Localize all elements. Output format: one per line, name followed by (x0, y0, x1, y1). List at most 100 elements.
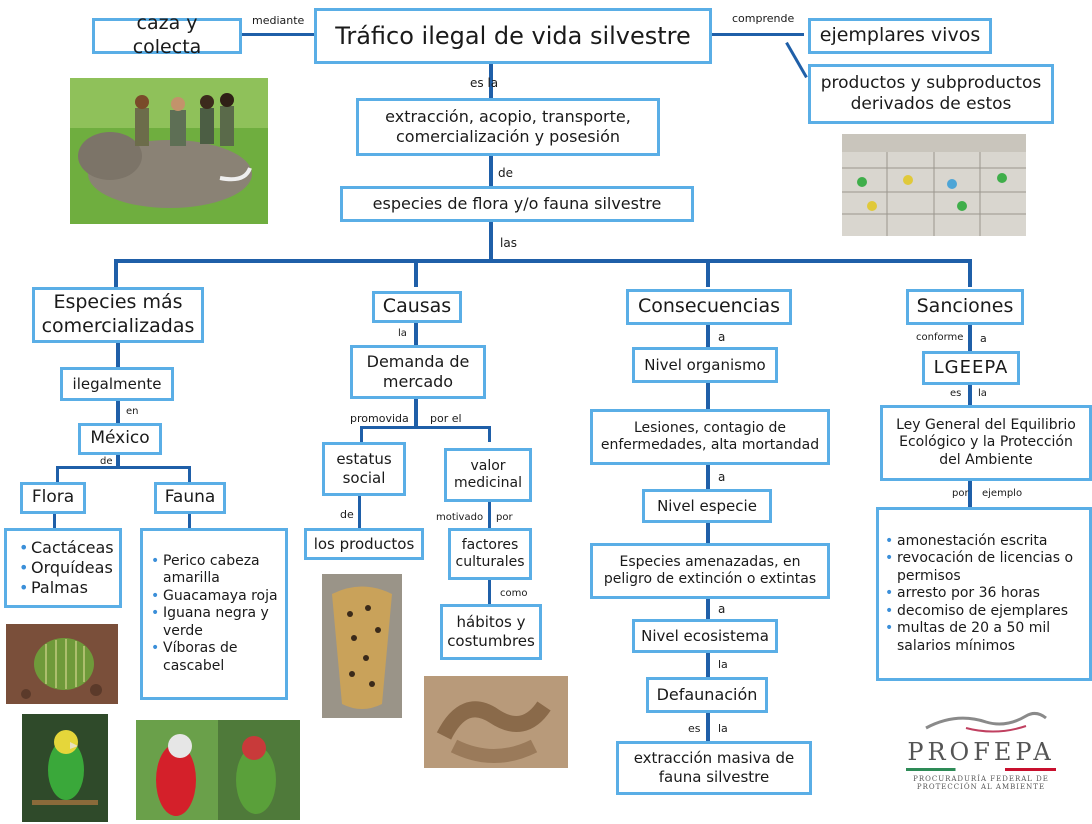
nivel-ecosistema-box: Nivel ecosistema (632, 619, 778, 653)
sancion-item: arresto por 36 horas (885, 585, 1083, 603)
profepa-logo: PROFEPA PROCURADURÍA FEDERAL DE PROTECCI… (896, 708, 1066, 804)
consecuencias-box: Consecuencias (626, 289, 792, 325)
branch-line (360, 426, 490, 429)
label-la: la (398, 328, 407, 339)
sanciones-list: amonestación escrita revocación de licen… (876, 507, 1092, 681)
connector (488, 502, 491, 528)
label-por: por (952, 488, 969, 499)
label-la: la (978, 388, 987, 399)
connector (706, 653, 710, 677)
valor-box: valor medicinal (444, 448, 532, 502)
connector (968, 325, 972, 351)
label-a: a (980, 332, 987, 345)
connector (488, 426, 491, 442)
comercializadas-box: Especies más comercializadas (32, 287, 204, 343)
connector (114, 259, 118, 287)
connector (706, 713, 710, 741)
label-promovida: promovida (350, 412, 409, 425)
connector (706, 259, 710, 287)
label-mediante: mediante (252, 14, 305, 27)
connector (968, 259, 972, 287)
fauna-item: Iguana negra y verde (151, 605, 279, 640)
connector (414, 399, 418, 427)
main-title: Tráfico ilegal de vida silvestre (314, 8, 712, 64)
flora-item: Orquídeas (19, 558, 114, 578)
label-de: de (498, 166, 513, 180)
fauna-list: Perico cabeza amarilla Guacamaya roja Ig… (140, 528, 288, 700)
extraccion-box: extracción, acopio, transporte, comercia… (356, 98, 660, 156)
lesiones-box: Lesiones, contagio de enfermedades, alta… (590, 409, 830, 465)
profepa-emblem-icon (925, 711, 1047, 733)
branch-line (56, 466, 190, 469)
connector (489, 64, 493, 98)
leopard-skin-photo (322, 574, 402, 718)
label-de: de (100, 456, 113, 467)
connector (488, 580, 491, 604)
ejemplares-box: ejemplares vivos (808, 18, 992, 54)
lgeepa-box: LGEEPA (922, 351, 1020, 385)
factores-box: factores culturales (448, 528, 532, 580)
connector (706, 523, 710, 543)
label-conforme: conforme (916, 332, 964, 343)
nivel-organismo-box: Nivel organismo (632, 347, 778, 383)
connector (116, 455, 120, 467)
branch-line (114, 259, 972, 263)
connector (706, 383, 710, 409)
label-en: en (126, 406, 139, 417)
especies-amenazadas-box: Especies amenazadas, en peligro de extin… (590, 543, 830, 599)
fauna-item: Víboras de cascabel (151, 640, 279, 675)
label-a: a (718, 602, 726, 616)
flora-item: Cactáceas (19, 538, 114, 558)
connector (358, 496, 361, 528)
parrot-photo (22, 714, 108, 822)
flora-box: Flora (20, 482, 86, 514)
connector (706, 325, 710, 347)
flora-list: Cactáceas Orquídeas Palmas (4, 528, 122, 608)
caza-colecta-box: caza y colecta (92, 12, 242, 58)
connector (785, 41, 808, 79)
habitos-box: hábitos y costumbres (440, 604, 542, 660)
label-por: por (496, 512, 513, 523)
ilegalmente-box: ilegalmente (60, 367, 174, 401)
connector (188, 514, 191, 528)
label-la: la (718, 722, 728, 735)
label-a: a (718, 330, 726, 344)
connector (489, 156, 493, 186)
connector (712, 33, 804, 36)
sancion-item: amonestación escrita (885, 533, 1083, 551)
causas-box: Causas (372, 291, 462, 323)
connector (53, 514, 56, 528)
flora-item: Palmas (19, 578, 114, 598)
connector (116, 401, 120, 423)
demanda-box: Demanda de mercado (350, 345, 486, 399)
connector (360, 426, 363, 442)
label-a: a (718, 470, 726, 484)
label-es-la: es la (470, 76, 499, 90)
nivel-especie-box: Nivel especie (642, 489, 772, 523)
sancion-item: decomiso de ejemplares (885, 603, 1083, 621)
macaws-photo (136, 720, 300, 820)
connector (188, 466, 191, 484)
connector (56, 466, 59, 484)
connector (116, 343, 120, 367)
profepa-divider (906, 768, 1056, 771)
mexico-box: México (78, 423, 162, 455)
label-como: como (500, 588, 528, 599)
defaunacion-box: Defaunación (646, 677, 768, 713)
fauna-box: Fauna (154, 482, 226, 514)
sancion-item: multas de 20 a 50 mil salarios mínimos (885, 620, 1083, 655)
estatus-box: estatus social (322, 442, 406, 496)
profepa-subtitle-2: PROTECCIÓN AL AMBIENTE (916, 783, 1046, 791)
label-es: es (950, 388, 962, 399)
extraccion-masiva-box: extracción masiva de fauna silvestre (616, 741, 812, 795)
connector (414, 323, 418, 345)
label-comprende: comprende (732, 12, 795, 25)
label-las: las (500, 236, 517, 250)
connector (489, 222, 493, 260)
productos-box: productos y subproductos derivados de es… (808, 64, 1054, 124)
label-de: de (340, 508, 354, 521)
profepa-subtitle-1: PROCURADURÍA FEDERAL DE (913, 775, 1049, 783)
connector (242, 33, 314, 36)
productos-causas-box: los productos (304, 528, 424, 560)
connector (414, 259, 418, 287)
